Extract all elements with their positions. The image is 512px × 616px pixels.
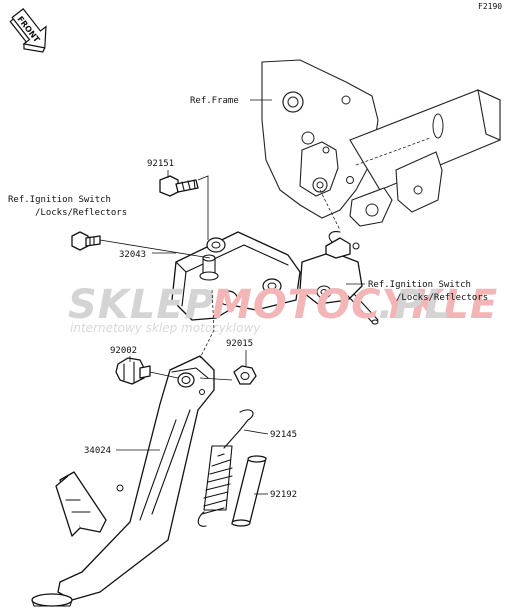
front-arrow-icon: FRONT <box>9 8 47 53</box>
label-92192: 92192 <box>270 490 297 500</box>
label-34024: 34024 <box>84 446 111 456</box>
bolt-left-ref <box>71 231 101 251</box>
watermark-tagline: internetowy sklep motocyklowy <box>70 321 261 335</box>
label-92015: 92015 <box>226 339 253 349</box>
nut-92015 <box>233 365 257 385</box>
label-ref-frame: Ref.Frame <box>190 96 239 106</box>
watermark-brand-left: SKLEP <box>68 282 215 328</box>
label-92145: 92145 <box>270 430 297 440</box>
watermark-tld: .PL <box>378 282 451 328</box>
sleeve-92192 <box>231 455 267 527</box>
ignition-switch-right <box>299 231 379 325</box>
spring-92145 <box>197 409 254 527</box>
frame-section <box>261 59 501 231</box>
label-32043: 32043 <box>119 250 146 260</box>
label-92151: 92151 <box>147 159 174 169</box>
label-ref-ignition-right-2: /Locks/Reflectors <box>396 293 488 303</box>
bolt-92151 <box>159 175 199 197</box>
bolt-92002 <box>115 357 151 385</box>
leader-lines <box>99 99 365 495</box>
watermark: SKLEP MOTOCYKLE .PL internetowy sklep mo… <box>68 282 498 335</box>
label-ref-ignition-left-1: Ref.Ignition Switch <box>8 195 111 205</box>
label-ref-ignition-right-1: Ref.Ignition Switch <box>368 280 471 290</box>
label-92002: 92002 <box>110 346 137 356</box>
label-ref-ignition-left-2: /Locks/Reflectors <box>35 208 127 218</box>
watermark-brand-right: MOTOCYKLE <box>212 282 498 328</box>
bracket-32043 <box>171 231 301 321</box>
side-stand-34024 <box>31 355 215 607</box>
diagram-code: F2190 <box>478 2 502 11</box>
